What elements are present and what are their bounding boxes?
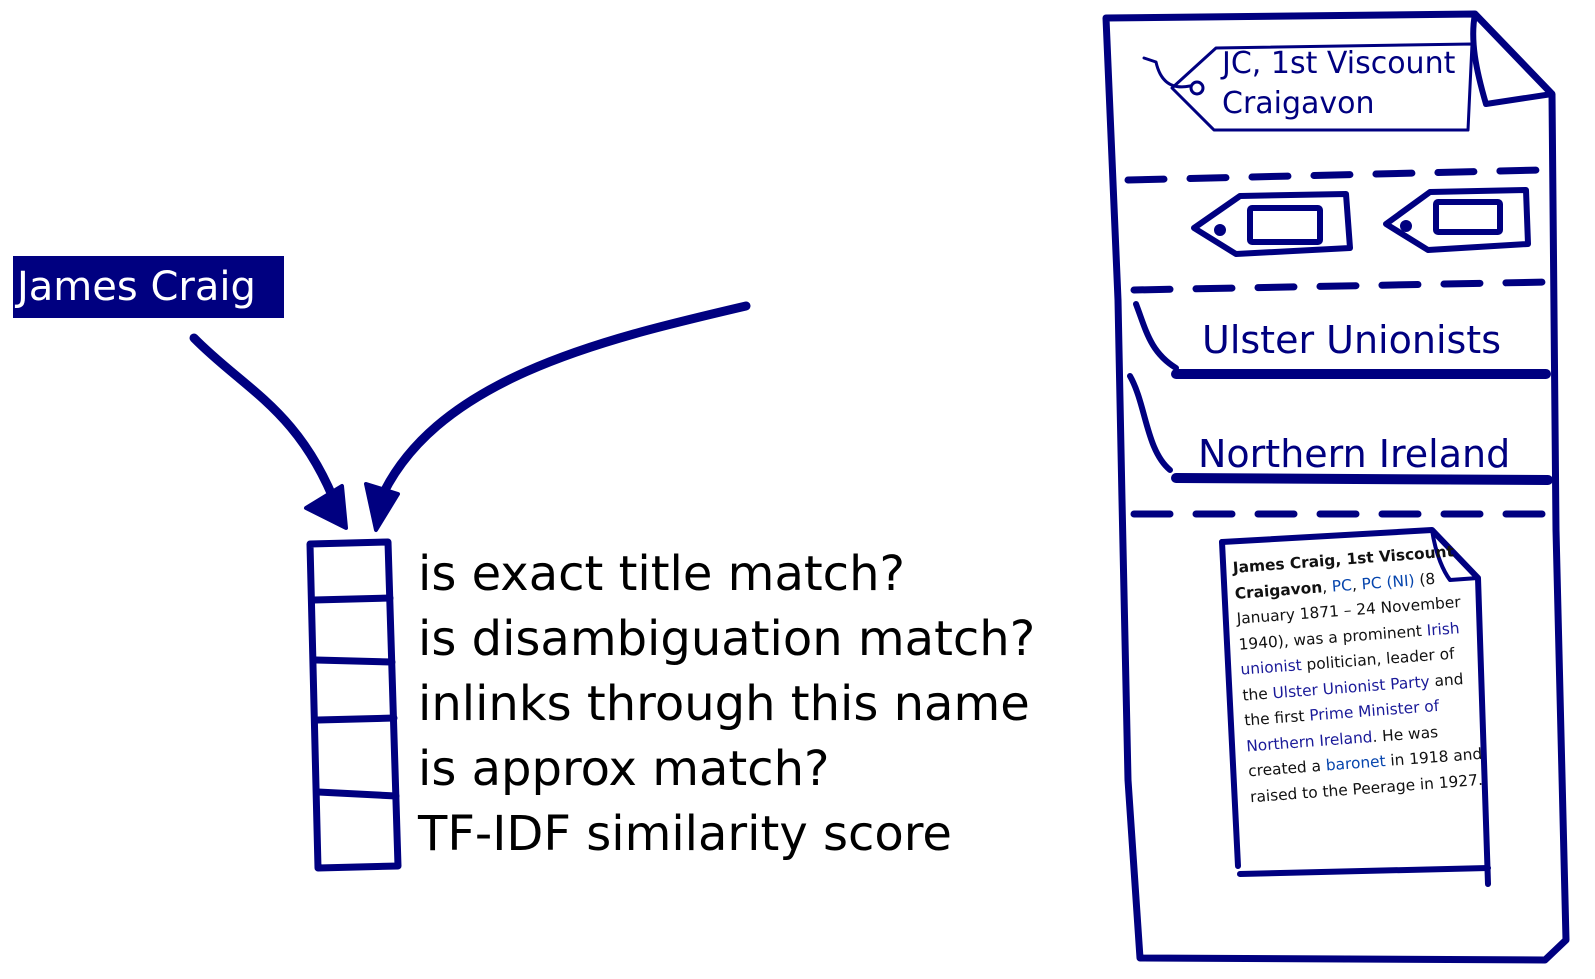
feature-item: is approx match?	[418, 741, 830, 797]
entity-page-outline	[1102, 10, 1570, 964]
title-tag-icon	[1142, 42, 1474, 132]
feature-vector-icon	[306, 538, 402, 872]
abstract-link[interactable]: Ulster Unionist Party	[1271, 672, 1431, 702]
abstract-link[interactable]: PC (NI)	[1360, 570, 1416, 593]
feature-list: is exact title match? is disambiguation …	[418, 542, 1035, 867]
arrow-from-entity	[373, 301, 751, 510]
entity-title-line: Craigavon	[1222, 86, 1375, 121]
abstract-link[interactable]: baronet	[1325, 752, 1387, 775]
link-tags-icon	[1191, 187, 1531, 257]
category-northern-ireland: Northern Ireland	[1198, 432, 1511, 476]
section-dividers	[1124, 166, 1552, 518]
arrowhead-right	[364, 482, 400, 532]
arrowhead-left	[304, 484, 348, 530]
abstract-doc-outline	[1219, 527, 1491, 887]
arrow-from-mention	[189, 333, 343, 515]
category-brackets	[1127, 301, 1553, 485]
mention-label: James Craig	[13, 256, 284, 318]
entity-title-line: JC, 1st Viscount	[1222, 46, 1456, 81]
feature-item: is exact title match?	[418, 546, 905, 602]
category-ulster-unionists: Ulster Unionists	[1202, 318, 1501, 362]
entity-title: JC, 1st Viscount Craigavon	[1222, 44, 1455, 124]
feature-item: TF-IDF similarity score	[418, 806, 952, 862]
feature-item: is disambiguation match?	[418, 611, 1036, 667]
feature-item: inlinks through this name	[418, 676, 1030, 732]
abstract-link[interactable]: PC	[1331, 575, 1353, 596]
abstract-text: James Craig, 1st Viscount Craigavon, PC,…	[1232, 538, 1486, 810]
